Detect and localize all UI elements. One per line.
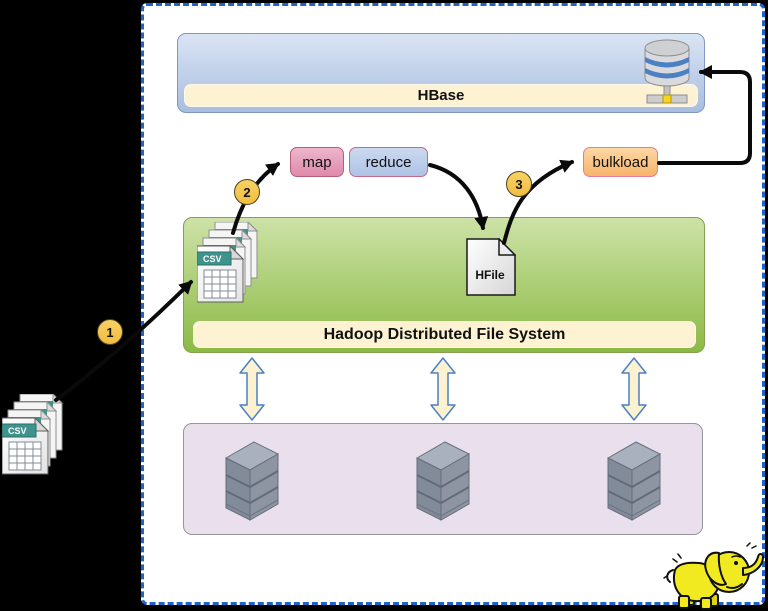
- step-1-badge: 1: [97, 319, 123, 345]
- hfile-label: HFile: [475, 268, 505, 282]
- server-icon: [606, 441, 662, 521]
- reduce-node-label: reduce: [365, 153, 412, 171]
- csv-badge: CSV: [203, 254, 222, 264]
- sync-arrow-icon: [430, 357, 456, 421]
- step-3-number: 3: [515, 176, 523, 192]
- hfile-icon: HFile: [466, 238, 516, 296]
- hbase-label: HBase: [184, 84, 698, 107]
- hdfs-container: Hadoop Distributed File System: [183, 217, 705, 353]
- server-icon: [415, 441, 471, 521]
- step-3-badge: 3: [506, 171, 532, 197]
- step-2-badge: 2: [234, 179, 260, 205]
- hdfs-label: Hadoop Distributed File System: [193, 321, 696, 348]
- sync-arrow-icon: [621, 357, 647, 421]
- reduce-node: reduce: [349, 147, 428, 177]
- csv-files-icon: CSV: [197, 222, 259, 303]
- server-icon: [224, 441, 280, 521]
- bulkload-node: bulkload: [583, 147, 658, 177]
- csv-badge: CSV: [8, 426, 27, 436]
- bulkload-node-label: bulkload: [592, 153, 649, 171]
- sync-arrow-icon: [239, 357, 265, 421]
- step-1-number: 1: [106, 324, 114, 340]
- csv-files-icon-source: CSV: [2, 394, 64, 475]
- step-2-number: 2: [243, 184, 251, 200]
- map-node-label: map: [302, 153, 332, 171]
- hadoop-elephant-logo: [663, 542, 764, 610]
- hbase-container: HBase: [177, 33, 705, 113]
- map-node: map: [290, 147, 344, 177]
- database-icon: [644, 39, 690, 104]
